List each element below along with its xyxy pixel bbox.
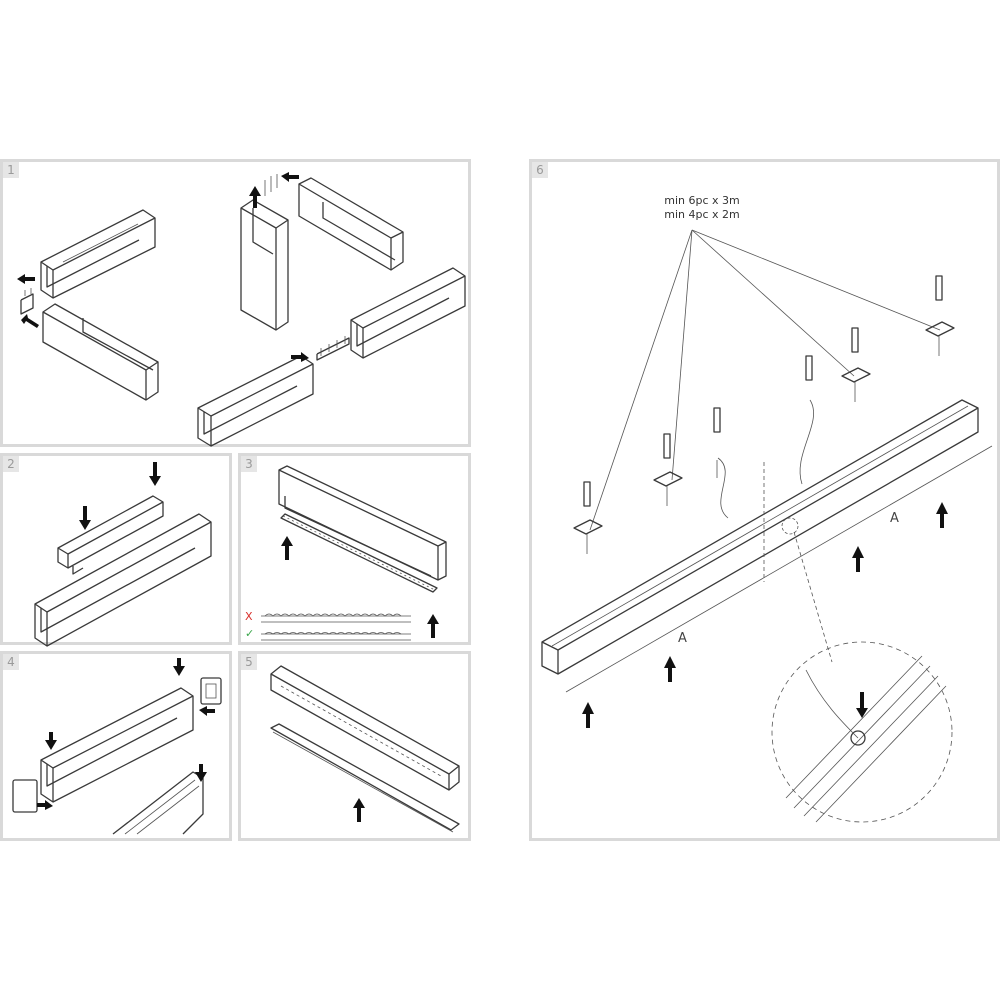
arrow-down-icon xyxy=(149,462,161,486)
profile-channel xyxy=(278,465,447,581)
step-number: 5 xyxy=(241,654,257,670)
step-panel-2: 2 xyxy=(0,453,232,647)
arrow-down-icon xyxy=(195,764,207,782)
strip-wrong-example xyxy=(261,613,411,623)
step-panel-4: 4 xyxy=(0,651,232,841)
dimension-line xyxy=(565,445,993,693)
luminaire-profile xyxy=(541,399,979,675)
arrow-up-icon xyxy=(427,614,439,638)
arrow-up-icon xyxy=(281,536,293,560)
step-5-illustration xyxy=(270,665,460,833)
dimension-label: A xyxy=(678,631,687,646)
profile-upper-right xyxy=(298,177,404,271)
ceiling-anchor xyxy=(805,355,813,381)
ceiling-anchor xyxy=(925,275,955,356)
arrow-down-icon xyxy=(173,658,185,676)
ceiling-anchor xyxy=(573,481,603,554)
step-panel-1: 1 xyxy=(0,159,471,447)
ceiling-anchor xyxy=(713,407,721,478)
arrow-left-icon xyxy=(281,172,299,182)
suspension-count-note: min 6pc x 3m min 4pc x 2m xyxy=(642,194,762,222)
profile-channel xyxy=(40,687,194,803)
step-panel-5: 5 xyxy=(238,651,471,841)
step-number: 6 xyxy=(532,162,548,178)
step-6-illustration: A A xyxy=(541,229,993,823)
note-line-1: min 6pc x 3m xyxy=(664,194,740,207)
end-cap-insert xyxy=(57,495,164,575)
step-4-illustration xyxy=(12,658,222,835)
arrow-right-icon xyxy=(37,800,53,810)
arrow-left-icon xyxy=(199,706,215,716)
arrow-up-icon xyxy=(249,186,261,208)
detail-callout xyxy=(771,517,953,823)
arrow-right-icon xyxy=(291,352,309,362)
profile-left-lower xyxy=(42,303,159,401)
right-mark: ✓ xyxy=(245,627,255,640)
profile-right xyxy=(350,267,466,359)
profile-bottom xyxy=(197,355,314,447)
arrow-up-icon xyxy=(936,502,948,528)
strip-right-example xyxy=(261,632,411,641)
arrow-up-icon xyxy=(664,656,676,682)
ceiling-anchor xyxy=(653,433,683,506)
connector-plate xyxy=(316,336,350,361)
arrow-up-icon xyxy=(582,702,594,728)
wrong-mark: X xyxy=(245,610,253,623)
step-panel-3: 3 X ✓ xyxy=(238,453,471,645)
corner-bracket xyxy=(20,288,34,315)
step-number: 2 xyxy=(3,456,19,472)
power-cable xyxy=(717,457,729,519)
step-number: 1 xyxy=(3,162,19,178)
arrow-left-icon xyxy=(17,274,35,284)
arrow-up-icon xyxy=(353,798,365,822)
ceiling-anchor xyxy=(841,327,871,402)
power-cable xyxy=(799,399,815,485)
note-line-2: min 4pc x 2m xyxy=(664,208,740,221)
arrow-down-icon xyxy=(79,506,91,530)
step-1-illustration xyxy=(17,172,466,447)
step-2-illustration xyxy=(34,462,212,647)
arrow-up-icon xyxy=(852,546,864,572)
detail-profile xyxy=(112,771,204,835)
arrow-down-icon xyxy=(45,732,57,750)
led-strip xyxy=(280,513,438,593)
diffuser-cover xyxy=(270,723,460,833)
arrow-down-icon xyxy=(856,692,868,718)
arrow-left-icon xyxy=(21,314,39,328)
profile-channel xyxy=(34,513,212,647)
profile-with-led xyxy=(270,665,460,791)
step-3-illustration xyxy=(261,465,447,641)
profile-left-upper xyxy=(40,209,156,299)
leader-lines xyxy=(589,229,941,531)
end-cap xyxy=(12,779,38,813)
step-panel-6: 6 min 6pc x 3m min 4pc x 2m xyxy=(529,159,1000,841)
profile-vertical xyxy=(240,199,289,331)
step-number: 3 xyxy=(241,456,257,472)
dimension-label: A xyxy=(890,511,899,526)
step-number: 4 xyxy=(3,654,19,670)
end-cap xyxy=(200,677,222,705)
